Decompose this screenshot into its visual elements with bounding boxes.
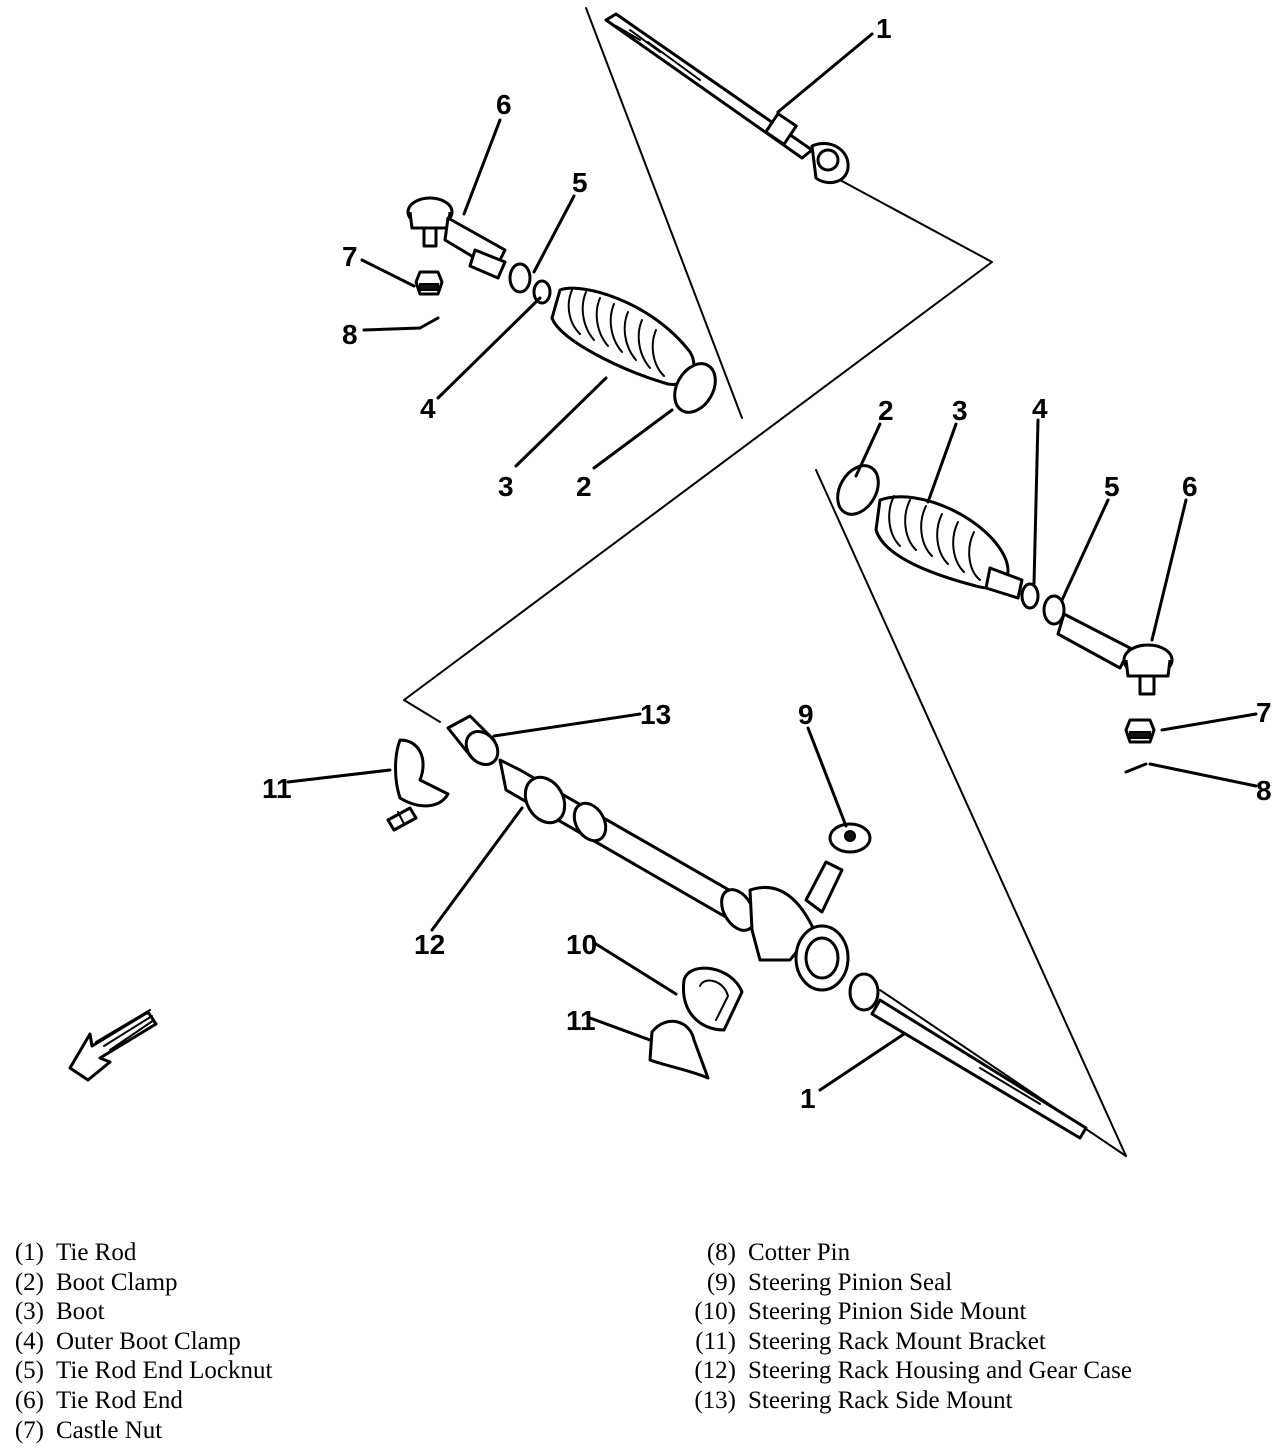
legend-item: (7) Castle Nut	[6, 1416, 272, 1446]
legend-label: Tie Rod	[56, 1239, 137, 1266]
callout-7-right: 7	[1256, 697, 1272, 728]
locknut-right	[1042, 594, 1066, 626]
legend-number: (6)	[14, 1386, 44, 1414]
cotter-pin-upper-left	[418, 316, 440, 330]
boot-upper-left	[550, 286, 696, 386]
legend-item: (8) Cotter Pin	[686, 1238, 1132, 1268]
callout-7-left: 7	[342, 241, 358, 272]
legend-number: (9)	[706, 1268, 736, 1296]
boot-clamp-upper-left	[673, 362, 717, 414]
legend-number: (3)	[14, 1298, 44, 1326]
legend-item: (3) Boot	[6, 1297, 272, 1327]
tie-rod-upper	[604, 12, 850, 185]
legend-label: Outer Boot Clamp	[56, 1327, 241, 1355]
legend-number: (1)	[14, 1239, 44, 1266]
boot-right	[874, 495, 1024, 600]
legend-number: (7)	[14, 1416, 44, 1444]
legend-item: (13) Steering Rack Side Mount	[686, 1386, 1132, 1416]
legend-label: Boot	[56, 1298, 105, 1326]
leader-lines	[286, 32, 1258, 1092]
legend-label: Tie Rod End	[56, 1386, 183, 1414]
callout-12: 12	[414, 929, 445, 960]
callout-5-right: 5	[1104, 471, 1120, 502]
legend-item: (12) Steering Rack Housing and Gear Case	[686, 1356, 1132, 1386]
legend-item: (9) Steering Pinion Seal	[686, 1268, 1132, 1298]
legend-left-column: (1) Tie Rod (2) Boot Clamp (3) Boot (4) Oute…	[6, 1238, 273, 1446]
callout-2-left: 2	[576, 471, 592, 502]
callout-3-left: 3	[498, 471, 514, 502]
legend-item: (10) Steering Pinion Side Mount	[686, 1297, 1132, 1327]
callout-6-left: 6	[496, 89, 512, 120]
legend-number: (5)	[14, 1357, 44, 1385]
callout-6-right: 6	[1182, 471, 1198, 502]
legend-label: Steering Rack Housing and Gear Case	[748, 1357, 1132, 1385]
legend-number: (13)	[694, 1386, 736, 1414]
outer-boot-clamp-right	[1020, 582, 1040, 610]
callout-numbers: 1 6 5 7 8 4 3 2 2 3 4 5 6 7 8 13 9 11 12…	[262, 13, 1272, 1114]
pinion-side-mount	[682, 966, 744, 1032]
callout-4-left: 4	[420, 393, 436, 424]
legend-right-column: (8) Cotter Pin (9) Steering Pinion Seal (1…	[686, 1238, 1132, 1416]
legend-label: Steering Rack Side Mount	[748, 1386, 1013, 1414]
callout-4-right: 4	[1032, 393, 1048, 424]
tie-rod-end-upper-left	[406, 196, 507, 280]
legend-number: (10)	[694, 1298, 736, 1326]
callout-5-left: 5	[572, 167, 588, 198]
legend-item: (1) Tie Rod	[6, 1238, 272, 1268]
legend-label: Steering Rack Mount Bracket	[748, 1327, 1046, 1355]
legend-label: Cotter Pin	[748, 1239, 851, 1266]
callout-2-right: 2	[878, 395, 894, 426]
legend-number: (2)	[14, 1268, 44, 1296]
callout-13: 13	[640, 699, 671, 730]
legend-label: Tie Rod End Locknut	[56, 1357, 273, 1385]
rack-housing	[498, 758, 1088, 1140]
legend-number: (11)	[695, 1327, 736, 1355]
legend-label: Boot Clamp	[56, 1268, 178, 1296]
legend-label: Steering Pinion Side Mount	[748, 1298, 1027, 1326]
callout-11-bottom: 11	[566, 1005, 596, 1036]
boot-clamp-right	[836, 464, 880, 516]
castle-nut-upper-left	[414, 270, 444, 296]
callout-3-right: 3	[952, 395, 968, 426]
rack-mount-bracket-left	[394, 738, 450, 808]
legend-label: Castle Nut	[56, 1416, 163, 1444]
bolt-left	[386, 806, 418, 832]
legend-item: (11) Steering Rack Mount Bracket	[686, 1327, 1132, 1357]
callout-1-top: 1	[876, 13, 892, 44]
legend-label: Steering Pinion Seal	[748, 1268, 953, 1296]
legend-item: (6) Tie Rod End	[6, 1386, 272, 1416]
callout-10: 10	[566, 929, 597, 960]
rack-side-mount	[446, 714, 500, 766]
legend-number: (12)	[694, 1357, 736, 1385]
castle-nut-right	[1124, 718, 1156, 744]
callout-9: 9	[798, 699, 814, 730]
rack-mount-bracket-bottom	[648, 1019, 710, 1080]
direction-arrow-icon	[68, 1009, 158, 1082]
legend-number: (4)	[14, 1327, 44, 1355]
callout-1-bottom: 1	[800, 1083, 816, 1114]
tie-rod-end-right	[1056, 612, 1174, 696]
callout-8-right: 8	[1256, 775, 1272, 806]
legend-item: (2) Boot Clamp	[6, 1268, 272, 1298]
legend-item: (4) Outer Boot Clamp	[6, 1327, 272, 1357]
legend-number: (8)	[706, 1239, 736, 1266]
locknut-upper-left	[508, 262, 552, 305]
callout-11-left: 11	[262, 773, 292, 804]
cotter-pin-right	[1124, 762, 1148, 774]
callout-8-left: 8	[342, 319, 358, 350]
legend-item: (5) Tie Rod End Locknut	[6, 1356, 273, 1386]
